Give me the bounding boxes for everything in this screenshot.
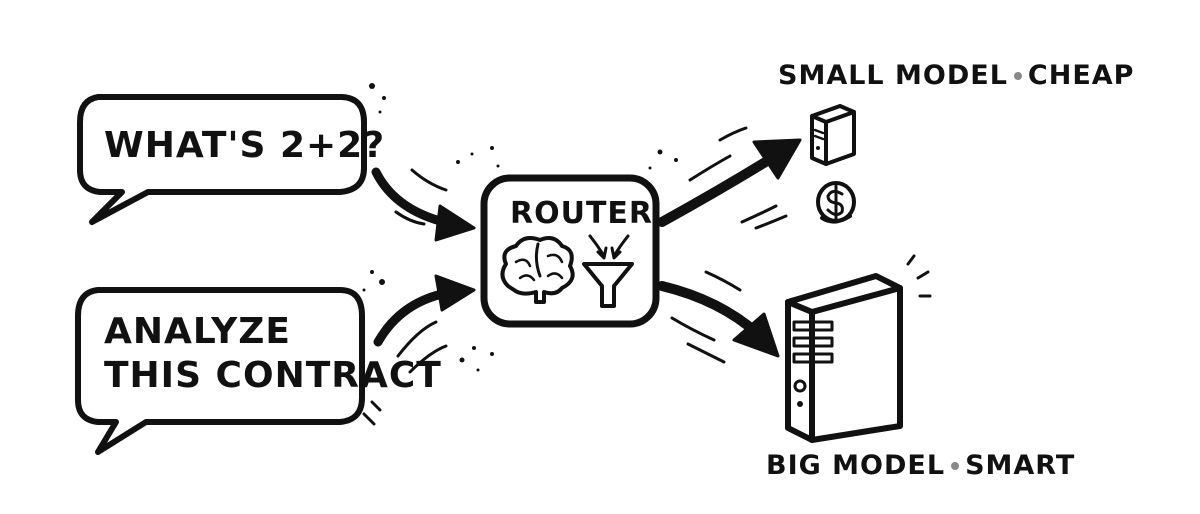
small-model-label: SMALL MODEL CHEAP bbox=[778, 60, 1134, 91]
small-server-icon bbox=[810, 104, 856, 166]
big-model-trait: SMART bbox=[965, 450, 1076, 481]
brain-icon bbox=[500, 236, 575, 304]
small-model-trait: CHEAP bbox=[1027, 60, 1135, 91]
funnel-icon bbox=[582, 234, 634, 308]
ink-splatter-dots bbox=[360, 83, 678, 372]
router-box bbox=[480, 174, 660, 328]
arrow-router-to-small-model bbox=[657, 126, 802, 230]
bubble-1-text: WHAT'S 2+2? bbox=[104, 124, 385, 168]
speech-bubble-2 bbox=[75, 287, 382, 455]
small-model-name: SMALL MODEL bbox=[778, 60, 1008, 91]
bubble-1-line-1: WHAT'S 2+2? bbox=[104, 125, 386, 166]
big-server-icon bbox=[785, 254, 932, 443]
big-model-label: BIG MODEL SMART bbox=[766, 450, 1075, 481]
bubble-2-line-2: THIS CONTRACT bbox=[104, 355, 442, 396]
small-model-separator bbox=[1013, 71, 1022, 80]
bubble-2-line-1: ANALYZE bbox=[104, 311, 291, 352]
router-label: ROUTER bbox=[510, 196, 654, 231]
arrow-contract-to-router bbox=[373, 274, 476, 374]
coin-icon bbox=[816, 181, 856, 224]
bubble-2-text: ANALYZE THIS CONTRACT bbox=[104, 310, 442, 398]
arrow-question-to-router bbox=[371, 167, 476, 242]
big-model-separator bbox=[951, 461, 960, 470]
arrow-router-to-big-model bbox=[657, 270, 780, 364]
big-model-name: BIG MODEL bbox=[766, 450, 946, 481]
